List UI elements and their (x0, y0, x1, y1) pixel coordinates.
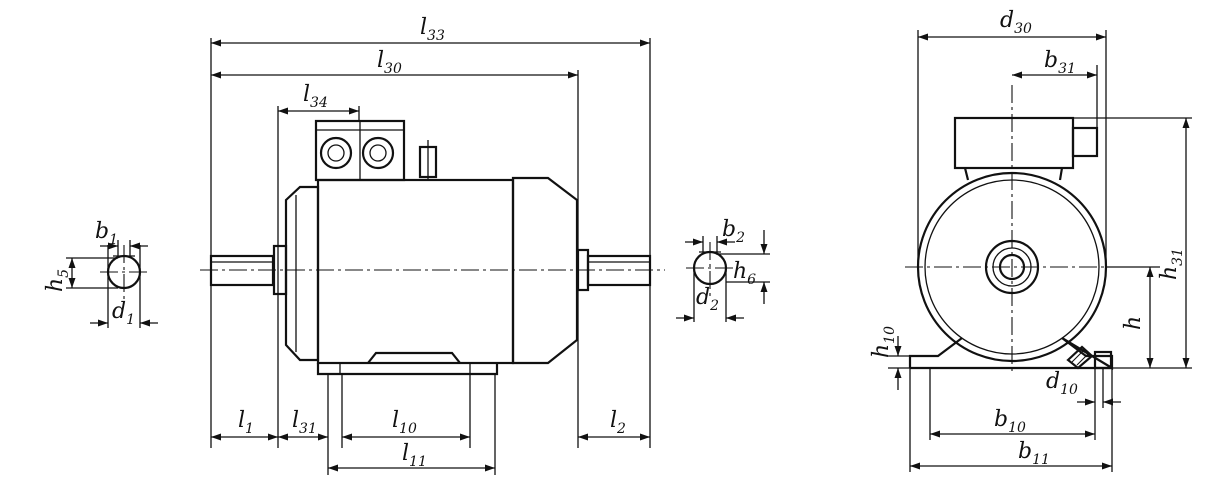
label-l11: l11 (402, 441, 427, 470)
label-l1: l1 (238, 408, 254, 437)
right-shaft-section: b2 h6 d2 (676, 217, 770, 322)
stator-housing (316, 178, 515, 365)
label-b2: b2 (722, 217, 745, 246)
hatch-1 (1071, 349, 1085, 363)
label-h6: h6 (733, 259, 756, 288)
label-h31: h31 (1157, 248, 1186, 280)
label-b10: b10 (994, 407, 1026, 436)
label-h10: h10 (869, 326, 898, 358)
label-l10: l10 (392, 408, 417, 437)
cable-gland-2 (361, 136, 395, 170)
label-l2: l2 (610, 408, 626, 437)
label-l31: l31 (292, 408, 317, 437)
front-terminal-box (953, 116, 1075, 170)
front-cable-gland (1071, 126, 1099, 158)
label-b31: b31 (1044, 48, 1076, 77)
label-l33: l33 (420, 15, 445, 44)
label-d10: d10 (1046, 369, 1078, 398)
label-h5: h5 (43, 269, 72, 292)
label-b11: b11 (1018, 439, 1050, 468)
cable-gland-1-inner (327, 144, 345, 162)
foot-recess (367, 351, 461, 364)
foot-section (1066, 345, 1094, 370)
hatch-2 (1076, 353, 1089, 366)
foot-base (316, 363, 499, 376)
left-shaft-section: b1 h5 d1 (43, 219, 158, 328)
cable-gland-1 (319, 136, 353, 170)
label-b1: b1 (95, 219, 118, 248)
label-d1: d1 (112, 299, 135, 328)
label-l30: l30 (377, 48, 402, 77)
side-view: l33 l30 l34 l1 l31 l10 l11 l2 (200, 15, 665, 475)
terminal-box-neck (963, 167, 1064, 181)
label-d30: d30 (1000, 8, 1032, 37)
fan-cover (511, 176, 579, 365)
label-l34: l34 (303, 82, 328, 111)
label-h: h (1121, 316, 1146, 330)
label-d2: d2 (696, 285, 719, 314)
front-view: d30 b31 h31 h h10 d10 b10 b11 (869, 8, 1192, 472)
cable-gland-2-inner (369, 144, 387, 162)
front-end-shield (284, 185, 320, 362)
